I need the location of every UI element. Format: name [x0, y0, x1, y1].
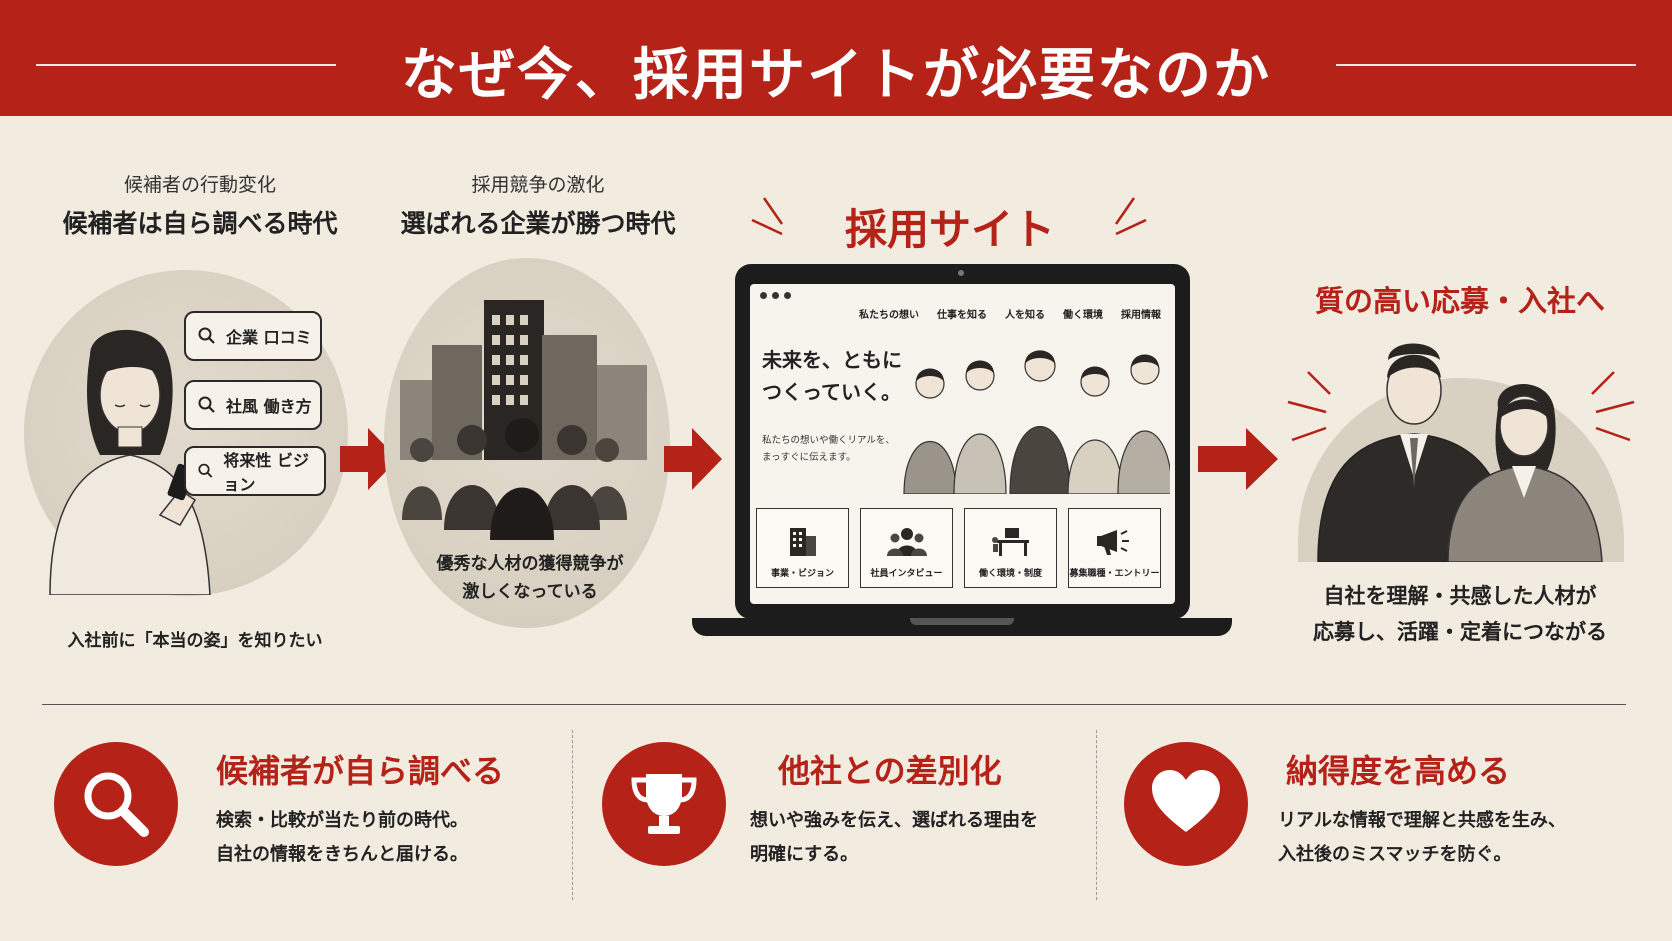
benefit-icon-circle — [54, 742, 178, 866]
card-entry[interactable]: 募集職種・エントリー — [1068, 508, 1161, 588]
hero-text-line1: 私たちの想いや働くリアルを、 — [762, 435, 895, 446]
nav-item-work[interactable]: 仕事を知る — [937, 310, 987, 321]
burst-lines-left — [1287, 371, 1331, 442]
col2-caption-line2: 激しくなっている — [462, 582, 598, 602]
nav-item-people[interactable]: 人を知る — [1005, 310, 1045, 321]
col2-subtitle: 採用競争の激化 — [471, 174, 605, 196]
benefit-text-line2: 自社の情報をきちんと届ける。 — [216, 844, 468, 865]
nav-item-recruit[interactable]: 採用情報 — [1121, 310, 1161, 321]
search-icon — [198, 327, 215, 344]
col1-subtitle: 候補者の行動変化 — [123, 174, 276, 196]
nav-item-vision[interactable]: 私たちの想い — [859, 310, 919, 321]
header-rule-right — [1336, 64, 1636, 66]
benefit-text-line1: リアルな情報で理解と共感を生み、 — [1278, 810, 1566, 831]
search-pill-culture: 社風 働き方 — [184, 380, 322, 430]
search-icon — [198, 396, 215, 413]
recruit-site-title: 採用サイト — [844, 205, 1055, 254]
benefit-text: 想いや強みを伝え、選ばれる理由を 明確にする。 — [750, 804, 1038, 872]
card-label: 募集職種・エントリー — [1069, 569, 1160, 579]
benefit-title: 候補者が自ら調べる — [216, 752, 505, 790]
benefit-text: リアルな情報で理解と共感を生み、 入社後のミスマッチを防ぐ。 — [1278, 804, 1566, 872]
col2-caption: 優秀な人材の獲得競争が 激しくなっている — [400, 550, 660, 606]
arrow-right-icon — [664, 428, 722, 490]
dashed-divider — [1096, 730, 1097, 900]
search-pill-label: 社風 働き方 — [226, 397, 312, 416]
header-banner: なぜ今、採用サイトが必要なのか — [0, 0, 1672, 116]
search-pill-reviews: 企業 口コミ — [184, 311, 322, 361]
search-icon — [198, 463, 213, 478]
candidate-illustration — [49, 329, 211, 595]
dashed-divider — [572, 730, 573, 900]
arrow-right-icon — [1198, 428, 1278, 490]
recruit-site-mockup: 私たちの想い 仕事を知る 人を知る 働く環境 採用情報 未来を、ともに つくって… — [750, 284, 1175, 604]
card-label: 事業・ビジョン — [770, 569, 834, 579]
col4-heading: 質の高い応募・入社へ — [1314, 284, 1605, 318]
benefit-icon-circle — [602, 742, 726, 866]
burst-lines-right — [1114, 197, 1147, 236]
benefit-text-line1: 想いや強みを伝え、選ばれる理由を — [750, 810, 1038, 831]
col2-caption-line1: 優秀な人材の獲得競争が — [436, 554, 624, 574]
page-title: なぜ今、採用サイトが必要なのか — [401, 42, 1271, 108]
new-hires-illustration — [1317, 343, 1603, 562]
desk-icon — [991, 528, 1029, 556]
benefit-title: 納得度を高める — [1286, 752, 1511, 790]
benefit-text-line2: 明確にする。 — [750, 844, 859, 865]
col4-caption-line1: 自社を理解・共感した人材が — [1323, 584, 1597, 608]
heart-icon — [1152, 770, 1220, 832]
header-rule-left — [36, 64, 336, 66]
people-icon — [886, 528, 927, 556]
buildings-illustration — [400, 300, 647, 540]
benefit-title: 他社との差別化 — [778, 752, 1002, 790]
benefit-text: 検索・比較が当たり前の時代。 自社の情報をきちんと届ける。 — [216, 804, 468, 872]
arrow-right-icon — [340, 428, 398, 490]
col4-caption-line2: 応募し、活躍・定着につながる — [1313, 620, 1607, 644]
search-pill-label: 将来性 ビジョン — [223, 451, 309, 494]
card-label: 働く環境・制度 — [978, 569, 1042, 579]
card-interviews[interactable]: 社員インタビュー — [860, 508, 953, 588]
burst-lines-left — [751, 197, 784, 236]
benefit-text-line2: 入社後のミスマッチを防ぐ。 — [1278, 844, 1512, 865]
benefit-text-line1: 検索・比較が当たり前の時代。 — [216, 810, 468, 831]
card-environment[interactable]: 働く環境・制度 — [964, 508, 1057, 588]
hero-text: 私たちの想いや働くリアルを、 まっすぐに伝えます。 — [762, 432, 895, 466]
team-illustration — [903, 350, 1170, 494]
hero-title-line2: つくっていく。 — [762, 380, 901, 404]
megaphone-icon — [1096, 530, 1129, 555]
hero-title: 未来を、ともに つくっていく。 — [762, 344, 902, 408]
window-dots — [760, 292, 791, 299]
laptop-camera — [958, 270, 964, 276]
building-icon — [789, 528, 816, 556]
nav-item-environment[interactable]: 働く環境 — [1063, 310, 1103, 321]
search-pill-label: 企業 口コミ — [226, 328, 312, 347]
hero-text-line2: まっすぐに伝えます。 — [762, 452, 856, 463]
search-icon — [84, 772, 149, 837]
trophy-icon — [631, 774, 697, 834]
laptop-base — [692, 618, 1232, 636]
col1-caption: 入社前に「本当の姿」を知りたい — [67, 631, 323, 651]
section-divider — [42, 704, 1626, 705]
search-pill-vision: 将来性 ビジョン — [184, 446, 326, 496]
burst-lines-right — [1591, 371, 1635, 442]
card-business-vision[interactable]: 事業・ビジョン — [756, 508, 849, 588]
benefit-icon-circle — [1124, 742, 1248, 866]
col1-heading: 候補者は自ら調べる時代 — [62, 209, 338, 238]
site-nav: 私たちの想い 仕事を知る 人を知る 働く環境 採用情報 — [859, 306, 1161, 321]
hero-title-line1: 未来を、ともに — [762, 348, 902, 372]
col2-heading: 選ばれる企業が勝つ時代 — [400, 209, 676, 238]
laptop-notch — [910, 618, 1014, 625]
col4-caption: 自社を理解・共感した人材が 応募し、活躍・定着につながる — [1290, 578, 1630, 650]
card-label: 社員インタビュー — [870, 569, 943, 579]
